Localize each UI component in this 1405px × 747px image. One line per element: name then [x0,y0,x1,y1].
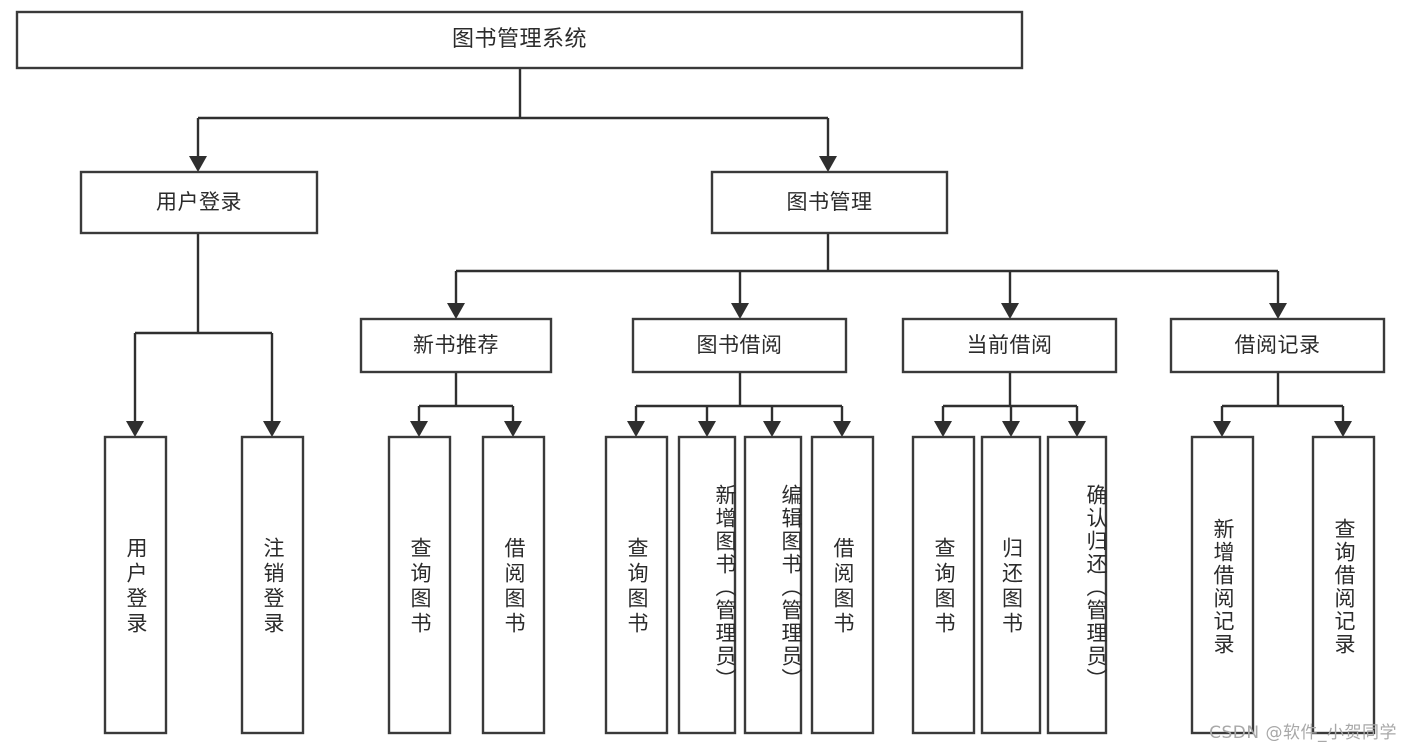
arrowhead-leaf-user-login-1 [263,421,281,437]
arrowhead-leaf-book-borrow-3 [833,421,851,437]
node-box-new-book-recommend[interactable] [359,317,553,374]
arrowhead-leaf-new-book-1 [504,421,522,437]
node-box-book-borrow[interactable] [631,317,848,374]
node-box-current-borrow[interactable] [901,317,1118,374]
node-box-root[interactable] [15,10,1024,70]
arrowhead-leaf-new-book-0 [410,421,428,437]
node-box-leaf-book-borrow-2[interactable] [743,435,803,735]
node-box-leaf-new-book-1[interactable] [481,435,546,735]
arrowhead-leaf-book-borrow-1 [698,421,716,437]
arrowhead-leaf-current-borrow-0 [934,421,952,437]
arrowhead-book-mgmt [819,156,837,172]
connector-group-borrow-record [1213,372,1352,437]
arrowhead-current-borrow [1001,303,1019,319]
arrowhead-leaf-borrow-record-0 [1213,421,1231,437]
node-box-leaf-book-borrow-0[interactable] [604,435,669,735]
node-box-leaf-current-borrow-1[interactable] [980,435,1042,735]
arrowhead-leaf-borrow-record-1 [1334,421,1352,437]
connector-group-current-borrow [934,372,1086,437]
arrowhead-leaf-current-borrow-2 [1068,421,1086,437]
arrowhead-leaf-user-login-0 [126,421,144,437]
node-box-borrow-record[interactable] [1169,317,1386,374]
arrowhead-book-borrow [731,303,749,319]
node-box-leaf-user-login-1[interactable] [240,435,305,735]
arrowhead-leaf-book-borrow-0 [627,421,645,437]
node-box-leaf-current-borrow-0[interactable] [911,435,976,735]
node-box-leaf-borrow-record-0[interactable] [1190,435,1255,735]
arrowhead-borrow-record [1269,303,1287,319]
watermark-text: CSDN @软件_小贺同学 [1209,723,1397,743]
connector-group-root [189,68,837,172]
connector-group-user-login [126,233,281,437]
node-box-leaf-new-book-0[interactable] [387,435,452,735]
arrowhead-leaf-book-borrow-2 [763,421,781,437]
node-box-leaf-book-borrow-1[interactable] [677,435,737,735]
connector-group-new-book [410,372,522,437]
connector-group-book-mgmt [447,233,1287,319]
connector-group-book-borrow [627,372,851,437]
node-box-leaf-current-borrow-2[interactable] [1046,435,1108,735]
arrowhead-leaf-current-borrow-1 [1002,421,1020,437]
arrowhead-user-login [189,156,207,172]
arrowhead-new-book [447,303,465,319]
node-box-leaf-user-login-0[interactable] [103,435,168,735]
node-box-leaf-book-borrow-3[interactable] [810,435,875,735]
node-box-user-login[interactable] [79,170,319,235]
node-box-leaf-borrow-record-1[interactable] [1311,435,1376,735]
node-box-book-management[interactable] [710,170,949,235]
